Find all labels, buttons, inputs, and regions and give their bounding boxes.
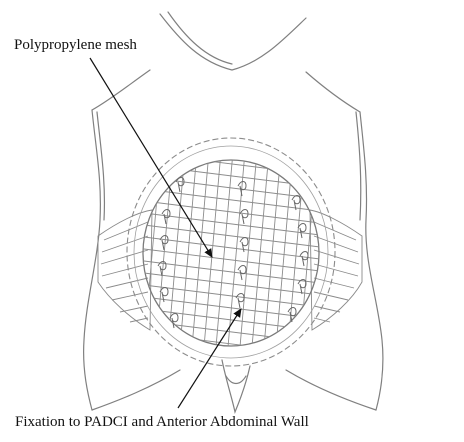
fascia-flaps	[98, 210, 362, 330]
fixation-label: Fixation to PADCI and Anterior Abdominal…	[15, 414, 309, 431]
mesh-leader-arrow	[90, 58, 212, 257]
mesh-label: Polypropylene mesh	[14, 37, 137, 54]
fixation-leader-arrow	[178, 309, 241, 408]
